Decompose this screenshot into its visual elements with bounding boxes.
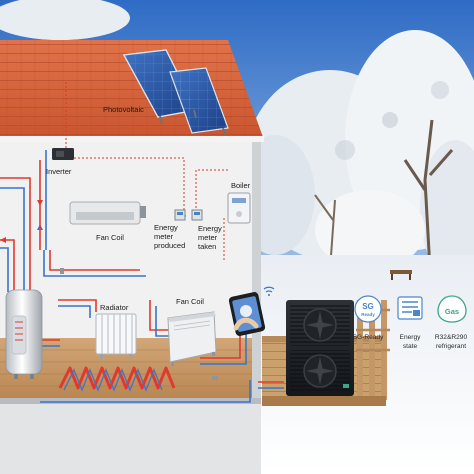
sg-ready-badge-top: SG (362, 302, 374, 311)
feature-energy-state: Energy state (397, 296, 423, 350)
inverter-label: Inverter (46, 167, 72, 176)
snowy-trees (0, 0, 474, 280)
fan-coil-bottom-label: Fan Coil (176, 297, 204, 306)
energy-state-caption-line-1: Energy (400, 334, 422, 341)
gas-refrigerant-icon (437, 295, 467, 323)
valve-icons (60, 268, 218, 380)
energy-meter-produced-line-2: meter (154, 232, 174, 241)
hot-water-tank (5, 289, 43, 379)
feature-sg-ready: SG Ready SG-Ready (353, 295, 384, 341)
energy-meters (174, 209, 203, 221)
boiler (227, 192, 251, 224)
energy-meter-produced-label: Energy meter produced (154, 223, 185, 250)
photovoltaic-panels (122, 49, 229, 136)
park-bench (390, 270, 412, 280)
gas-badge-text: Gas (445, 307, 459, 316)
energy-meter-taken-line-1: Energy (198, 224, 222, 233)
underfloor-heating-loop (58, 366, 176, 390)
inverter (52, 148, 74, 160)
energy-state-caption-line-2: state (403, 343, 418, 350)
roof-edge (0, 136, 264, 142)
energy-meter-taken-line-3: taken (198, 242, 216, 251)
floor-fan-coil (167, 311, 217, 366)
underfloor-heating-return (63, 368, 163, 392)
house-foundation (0, 400, 261, 474)
hot-water-pipes (0, 177, 241, 359)
photovoltaic-label: Photovoltaic (103, 105, 144, 114)
cold-water-pipes (0, 187, 251, 403)
gas-refrigerant-caption-line-1: R32&R290 (435, 334, 468, 341)
gas-refrigerant-caption-line-2: refrigerant (436, 343, 466, 350)
energy-meter-taken-line-2: meter (198, 233, 218, 242)
house-floor-slab (0, 398, 261, 404)
energy-meter-produced-line-1: Energy (154, 223, 178, 232)
boiler-label: Boiler (231, 181, 251, 190)
sg-ready-badge-bottom: Ready (361, 312, 375, 317)
fan-coil-top-label: Fan Coil (96, 233, 124, 242)
energy-meter-taken-label: Energy meter taken (198, 224, 224, 251)
feature-gas-refrigerant: Gas R32&R290 refrigerant (435, 295, 468, 350)
outdoor-heat-pump-unit (286, 300, 354, 396)
smartphone (228, 292, 266, 336)
radiator-label: Radiator (100, 303, 129, 312)
wifi-icon (263, 286, 275, 296)
radiator (95, 313, 137, 359)
energy-meter-produced-line-3: produced (154, 241, 185, 250)
ceiling-fan-coil (69, 201, 146, 225)
sg-ready-caption: SG-Ready (353, 334, 384, 341)
